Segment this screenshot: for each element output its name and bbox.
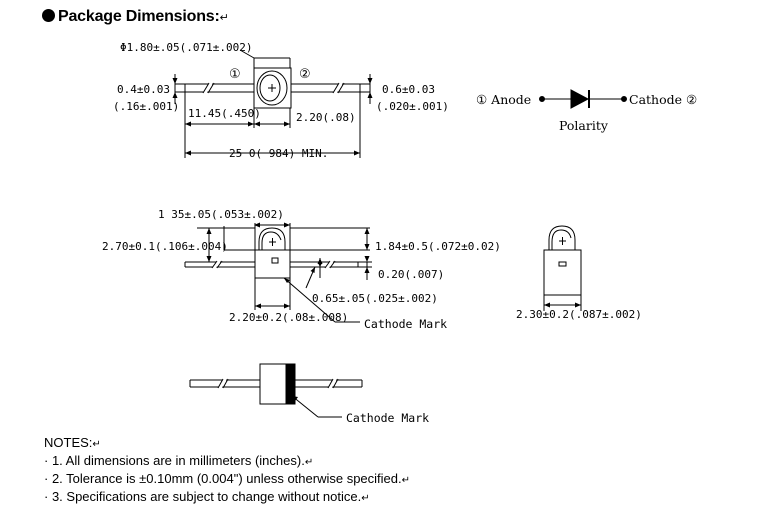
polarity-title: Polarity [559, 118, 609, 133]
bottom-cathode-mark-label: Cathode Mark [346, 411, 429, 425]
top-view [174, 49, 371, 158]
heading-text: Package Dimensions: [58, 8, 220, 25]
side-cathode-mark-label: Cathode Mark [364, 317, 447, 331]
top-pin1-label: ① [229, 67, 241, 82]
side-lead-thickness: 0.20(.007) [378, 268, 444, 281]
top-left-thickness-1: 0.4±0.03 [117, 83, 170, 96]
side-right-height: 1.84±0.5(.072±0.02) [375, 240, 501, 253]
side-height: 2.70±0.1(.106±.004) [102, 240, 228, 253]
top-pin2-label: ② [299, 67, 311, 82]
top-diameter-label: Φ1.80±.05(.071±.002) [120, 41, 252, 54]
note-item-3: · 3. Specifications are subject to chang… [44, 489, 370, 504]
top-right-thickness-2: (.020±.001) [376, 100, 449, 113]
side-view [184, 223, 372, 323]
notes-section: NOTES:↵ · 1. All dimensions are in milli… [44, 435, 410, 507]
side-small-dim: 0.65±.05(.025±.002) [312, 292, 438, 305]
side-width: 2.20±0.2(.08±.008) [229, 311, 348, 324]
end-view [543, 225, 582, 311]
top-left-thickness-2: (.16±.001) [113, 100, 179, 113]
top-body-length: 2.20(.08) [296, 111, 356, 124]
note-item-2: · 2. Tolerance is ±0.10mm (0.004") unles… [44, 471, 411, 486]
top-total-length: 25 0( 984) MIN. [229, 147, 328, 160]
polarity-anode-label: ① Anode [476, 92, 531, 107]
page-heading: Package Dimensions:↵ [42, 8, 229, 26]
bullet-icon [42, 9, 55, 22]
top-lead-length: 11.45(.450) [188, 107, 261, 120]
polarity-cathode-label: Cathode ② [629, 92, 697, 107]
paragraph-mark: ↵ [219, 12, 229, 24]
notes-title: NOTES:↵ [44, 435, 101, 450]
bottom-view [189, 363, 363, 418]
note-item-1: · 1. All dimensions are in millimeters (… [44, 453, 314, 468]
end-width: 2.30±0.2(.087±.002) [516, 308, 642, 321]
polarity-symbol [539, 89, 627, 109]
side-lens-width: 1 35±.05(.053±.002) [158, 208, 284, 221]
top-right-thickness-1: 0.6±0.03 [382, 83, 435, 96]
